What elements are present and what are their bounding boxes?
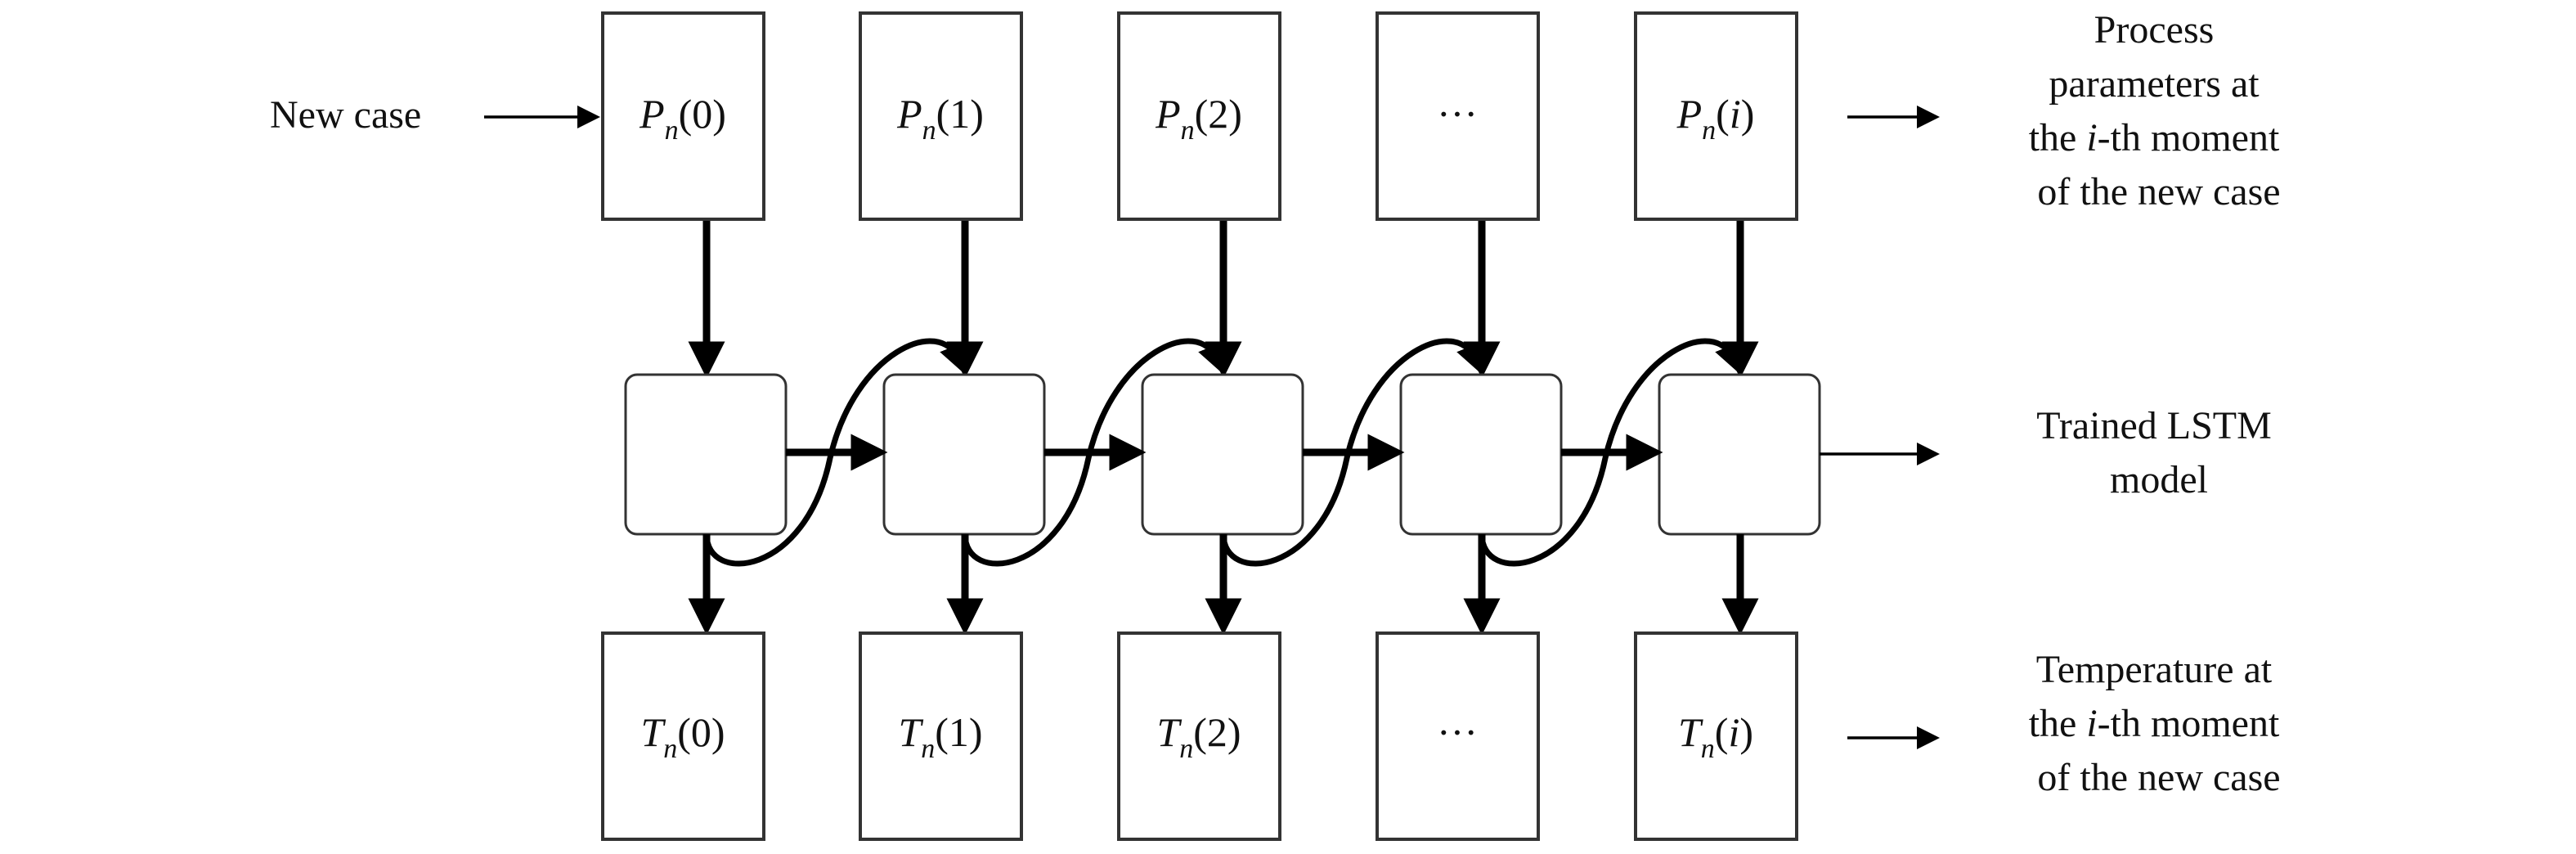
process-parameters-label: Process parameters at the i-th moment of… — [2029, 8, 2290, 214]
param-label-0: Pn(0) — [639, 91, 726, 146]
temp-label-ellipsis: ··· — [1437, 709, 1478, 755]
temp-box-ellipsis — [1376, 632, 1540, 841]
lstm-cell-2 — [1141, 373, 1304, 536]
param-to-cell-arrows — [688, 221, 1759, 379]
feedback-curve — [1479, 338, 1742, 567]
param-label-ellipsis: ··· — [1437, 91, 1478, 137]
lstm-cell-3 — [1399, 373, 1563, 536]
param-label-i: Pn(i) — [1676, 91, 1755, 146]
trained-lstm-model-label: Trained LSTM model — [2036, 404, 2282, 501]
temp-label-2: Tn(2) — [1156, 709, 1241, 764]
temp-label-i: Tn(i) — [1678, 709, 1753, 764]
temperature-label: Temperature at the i-th moment of the ne… — [2029, 648, 2290, 799]
param-box-ellipsis — [1376, 11, 1540, 221]
param-box-2 — [1117, 11, 1281, 221]
feedback-curve — [1220, 338, 1483, 567]
feedback-curve — [703, 338, 967, 567]
param-box-i — [1634, 11, 1798, 221]
new-case-label: New case — [270, 93, 421, 137]
temp-box-2 — [1117, 632, 1281, 841]
temp-box-0 — [601, 632, 765, 841]
temp-label-1: Tn(1) — [898, 709, 982, 764]
lstm-cell-0 — [624, 373, 788, 536]
param-box-0 — [601, 11, 765, 221]
temp-box-1 — [859, 632, 1023, 841]
temp-label-0: Tn(0) — [640, 709, 725, 764]
param-boxes — [601, 11, 1798, 221]
param-box-1 — [859, 11, 1023, 221]
param-label-1: Pn(1) — [896, 91, 984, 146]
lstm-cell-1 — [882, 373, 1046, 536]
lstm-cells — [624, 373, 1821, 536]
temp-boxes — [601, 632, 1798, 841]
feedback-curve — [962, 338, 1225, 567]
lstm-cell-i — [1658, 373, 1821, 536]
cell-to-temp-arrows — [688, 534, 1759, 636]
param-label-2: Pn(2) — [1155, 91, 1242, 146]
temp-box-i — [1634, 632, 1798, 841]
feedback-curves — [703, 338, 1742, 567]
